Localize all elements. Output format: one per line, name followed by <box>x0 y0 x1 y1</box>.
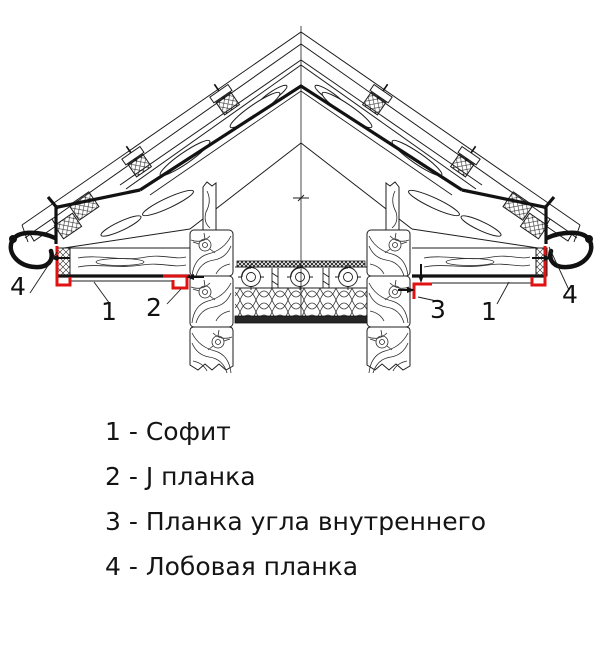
legend-item-fascia: 4 - Лобовая планка <box>105 552 358 581</box>
ridge-posts <box>202 181 400 231</box>
leader-lines <box>29 246 570 305</box>
legend-label: Софит <box>145 417 231 446</box>
legend-num: 1 <box>105 417 121 446</box>
rafter-grain <box>100 84 502 237</box>
legend-label: J планка <box>145 462 256 491</box>
fastener-arrows <box>50 255 552 293</box>
legend-label: Лобовая планка <box>145 552 359 581</box>
eave-beam-right <box>412 247 548 278</box>
log-wall-right <box>366 229 411 374</box>
eave-beam-left <box>56 247 190 278</box>
log-wall-left <box>189 229 234 374</box>
legend-num: 2 <box>105 462 121 491</box>
inner-corner-strip <box>412 282 432 299</box>
callout-soffit-left: 1 <box>101 297 117 326</box>
callout-soffit-right: 1 <box>481 297 497 326</box>
roof-section-drawing <box>8 26 594 374</box>
gutter-left <box>8 230 58 270</box>
rafter-tail-right <box>411 228 539 249</box>
gutter-right <box>544 230 594 270</box>
ceiling-assembly <box>234 260 368 324</box>
legend-num: 4 <box>105 552 121 581</box>
legend-separator: - <box>120 507 146 536</box>
rafter-tail-left <box>63 228 191 249</box>
legend-separator: - <box>120 417 146 446</box>
insulation <box>235 288 367 316</box>
callout-fascia-left: 4 <box>10 272 26 301</box>
ceiling-board <box>234 315 368 324</box>
legend-item-j-strip: 2 - J планка <box>105 462 256 491</box>
legend-separator: - <box>120 462 146 491</box>
legend-label: Планка угла внутреннего <box>145 507 487 536</box>
center-axis <box>293 26 309 323</box>
legend-item-inner-corner: 3 - Планка угла внутреннего <box>105 507 486 536</box>
fascia-strip-right <box>530 246 547 287</box>
legend-item-soffit: 1 - Софит <box>105 417 231 446</box>
j-strip <box>163 274 189 290</box>
callout-inner-corner: 3 <box>430 295 446 324</box>
fascia-strip-left <box>55 246 72 287</box>
callout-j-strip: 2 <box>146 293 162 322</box>
legend-num: 3 <box>105 507 121 536</box>
callout-fascia-right: 4 <box>562 280 578 309</box>
legend-separator: - <box>120 552 146 581</box>
